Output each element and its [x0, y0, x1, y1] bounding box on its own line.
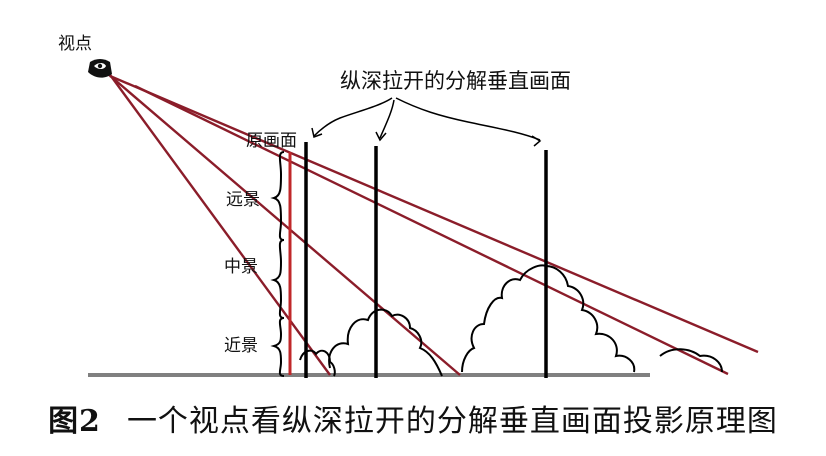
range-brace-far — [270, 151, 285, 241]
tree-outline-far — [461, 264, 636, 373]
depth-planes-label: 纵深拉开的分解垂直画面 — [340, 69, 571, 93]
original-plane-label: 原画面 — [246, 131, 297, 151]
sight-ray-3 — [109, 74, 759, 354]
sight-ray-1 — [107, 71, 331, 376]
projection-diagram: 视点 纵深拉开的分解垂直画面 原画面 远景 中景 近景 — [58, 34, 759, 378]
figure-caption: 图2 一个视点看纵深拉开的分解垂直画面投影原理图 — [0, 396, 826, 440]
far-scene-label: 远景 — [226, 190, 260, 210]
tree-outline-near — [299, 349, 336, 377]
near-scene-label: 近景 — [224, 336, 258, 356]
annotation-arrow-2 — [379, 99, 395, 139]
annotation-arrowhead-2 — [375, 131, 387, 142]
tree-outline-right — [659, 348, 723, 373]
figure-number: 图2 — [48, 404, 101, 439]
annotation-arrowhead-1 — [311, 127, 323, 139]
annotation-arrow-3 — [395, 97, 541, 141]
annotation-arrow-1 — [313, 97, 393, 137]
viewpoint-label: 视点 — [58, 34, 92, 54]
annotation-arrowhead-3 — [531, 135, 542, 147]
sight-ray-4 — [134, 84, 729, 376]
sight-ray-2 — [107, 73, 461, 376]
eye-icon — [88, 59, 112, 78]
range-brace-middle — [270, 239, 285, 319]
figure-caption-text: 一个视点看纵深拉开的分解垂直画面投影原理图 — [126, 404, 778, 439]
tree-outline-middle — [328, 308, 443, 377]
range-brace-near — [270, 317, 285, 377]
middle-scene-label: 中景 — [224, 257, 258, 277]
